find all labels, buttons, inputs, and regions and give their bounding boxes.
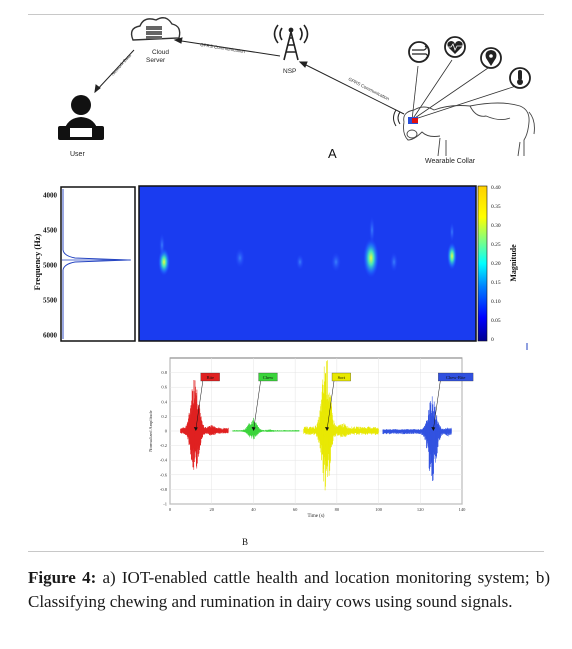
- y-axis-label: Normalized Amplitude: [148, 410, 153, 451]
- spectrogram-image: [138, 185, 477, 342]
- series-tag-arrowhead: [431, 427, 436, 431]
- waveform-chew: [232, 417, 300, 440]
- x-tick-label: 120: [417, 507, 425, 512]
- series-tag-box: [438, 372, 474, 382]
- y-tick-label: 0.2: [161, 414, 167, 419]
- user-icon: [58, 95, 104, 140]
- series-tag-arrowhead: [251, 427, 256, 431]
- cloud-server-icon: [130, 17, 181, 41]
- y-tick-label: 0.8: [161, 370, 167, 375]
- series-tag-arrow: [195, 380, 204, 431]
- x-tick-label: 80: [335, 507, 340, 512]
- colorbar: [477, 185, 488, 342]
- spectrum-profile-box: [60, 186, 136, 342]
- x-tick-label: 20: [209, 507, 214, 512]
- colorbar-tick: 0.30: [491, 223, 501, 229]
- bottom-rule: [28, 551, 544, 552]
- series-tag-label: Sort: [338, 375, 346, 380]
- spectrogram-ytick: 5500: [43, 297, 58, 305]
- series-tag-arrow: [253, 380, 261, 431]
- series-tag-arrowhead: [325, 427, 330, 431]
- caption-label: Figure 4:: [28, 568, 97, 587]
- wind-icon: [408, 41, 430, 63]
- heartbeat-icon: [444, 36, 466, 58]
- waveform-chew-bite: [382, 396, 452, 482]
- x-tick-label: 140: [459, 507, 467, 512]
- colorbar-ticks: 0.40 0.35 0.30 0.25 0.20 0.15 0.10 0.05 0: [491, 185, 501, 343]
- y-tick-label: -0.2: [160, 443, 167, 448]
- colorbar-label: Magnitude: [509, 244, 518, 282]
- y-tick-label: -1: [163, 502, 167, 507]
- spectrogram-ytick: 4500: [43, 227, 58, 235]
- series-tag-label: Chew: [263, 375, 274, 380]
- x-tick-labels: 0 20 40 60 80 100 120 140: [169, 507, 466, 512]
- series-tag-box: [331, 372, 351, 382]
- y-tick-label: -0.4: [160, 458, 168, 463]
- panel-spectrogram: Frequency (Hz) 4000 4500 5000 5500 6000 0.40…: [32, 185, 528, 350]
- y-tick-label: 0.6: [161, 385, 167, 390]
- panel-a-letter: A: [328, 146, 337, 161]
- x-tick-label: 0: [169, 507, 172, 512]
- series-tag-label: Chew-Bite: [446, 375, 466, 380]
- waveform-bite: [180, 379, 229, 470]
- spectrogram-ytick: 6000: [43, 332, 58, 340]
- caption-text: a) IOT-enabled cattle health and locatio…: [28, 568, 550, 611]
- colorbar-tick: 0.40: [491, 185, 501, 191]
- y-tick-label: -0.8: [160, 487, 168, 492]
- series-label-tags: Bite Chew Sort Chew-Bite: [193, 372, 474, 431]
- x-axis-label: Time (s): [308, 514, 325, 519]
- waveform-sort: [303, 360, 379, 491]
- colorbar-tick: 0.25: [491, 242, 501, 248]
- y-tick-label: 0: [165, 429, 168, 434]
- link-arrows: [94, 37, 405, 115]
- spectrogram-energy-blobs: [158, 216, 457, 278]
- nsp-label: NSP: [283, 68, 296, 75]
- spectrogram-ylabel: Frequency (Hz): [32, 233, 42, 290]
- colorbar-tick: 0.10: [491, 299, 501, 305]
- y-tick-labels: 0.8 0.6 0.4 0.2 0 -0.2 -0.4 -0.6 -0.8 -1: [160, 370, 168, 506]
- collar-label: Wearable Collar: [425, 158, 476, 165]
- grid-lines: [169, 358, 463, 505]
- colorbar-tick: 0.20: [491, 261, 501, 267]
- colorbar-tick: 0.15: [491, 280, 501, 286]
- wearable-collar-icon: [393, 109, 418, 127]
- series-tag-box: [258, 372, 278, 382]
- thermometer-icon: [509, 67, 531, 89]
- cow-icon: [403, 102, 535, 157]
- series-tag-arrowhead: [193, 427, 198, 431]
- waveform-series: [180, 360, 452, 491]
- sensor-lines: [411, 59, 517, 121]
- colorbar-tick: 0.35: [491, 204, 501, 210]
- colorbar-tick: 0: [491, 337, 494, 343]
- x-tick-label: 40: [251, 507, 256, 512]
- y-tick-label: 0.4: [161, 399, 167, 404]
- location-pin-icon: [480, 47, 502, 69]
- link-user-cloud-label: Network Data: [110, 53, 132, 77]
- colorbar-tick: 0.05: [491, 318, 501, 324]
- series-tag-arrow: [433, 380, 441, 431]
- user-label: User: [70, 151, 85, 158]
- top-rule: [28, 14, 544, 15]
- cell-tower-icon: [273, 24, 309, 61]
- series-tag-box: [200, 372, 220, 382]
- y-tick-label: -0.6: [160, 472, 168, 477]
- link-cloud-nsp-label: GPRS Communication: [200, 42, 246, 54]
- spectrogram-yticks: 4000 4500 5000 5500 6000: [43, 192, 58, 340]
- figure-caption: Figure 4: a) IOT-enabled cattle health a…: [28, 566, 550, 614]
- spectrogram-ytick: 4000: [43, 192, 58, 200]
- panel-b-letter: B: [242, 537, 248, 547]
- series-tag-arrow: [326, 380, 335, 431]
- spectrogram-ytick: 5000: [43, 262, 58, 270]
- x-tick-label: 100: [375, 507, 383, 512]
- series-tag-label: Bite: [206, 375, 214, 380]
- panel-b-waveform-chart: 0 20 40 60 80 100 120 140 0.8 0.6 0.4 0.2 0 -0.2 -0.4…: [148, 357, 474, 547]
- x-tick-label: 60: [293, 507, 298, 512]
